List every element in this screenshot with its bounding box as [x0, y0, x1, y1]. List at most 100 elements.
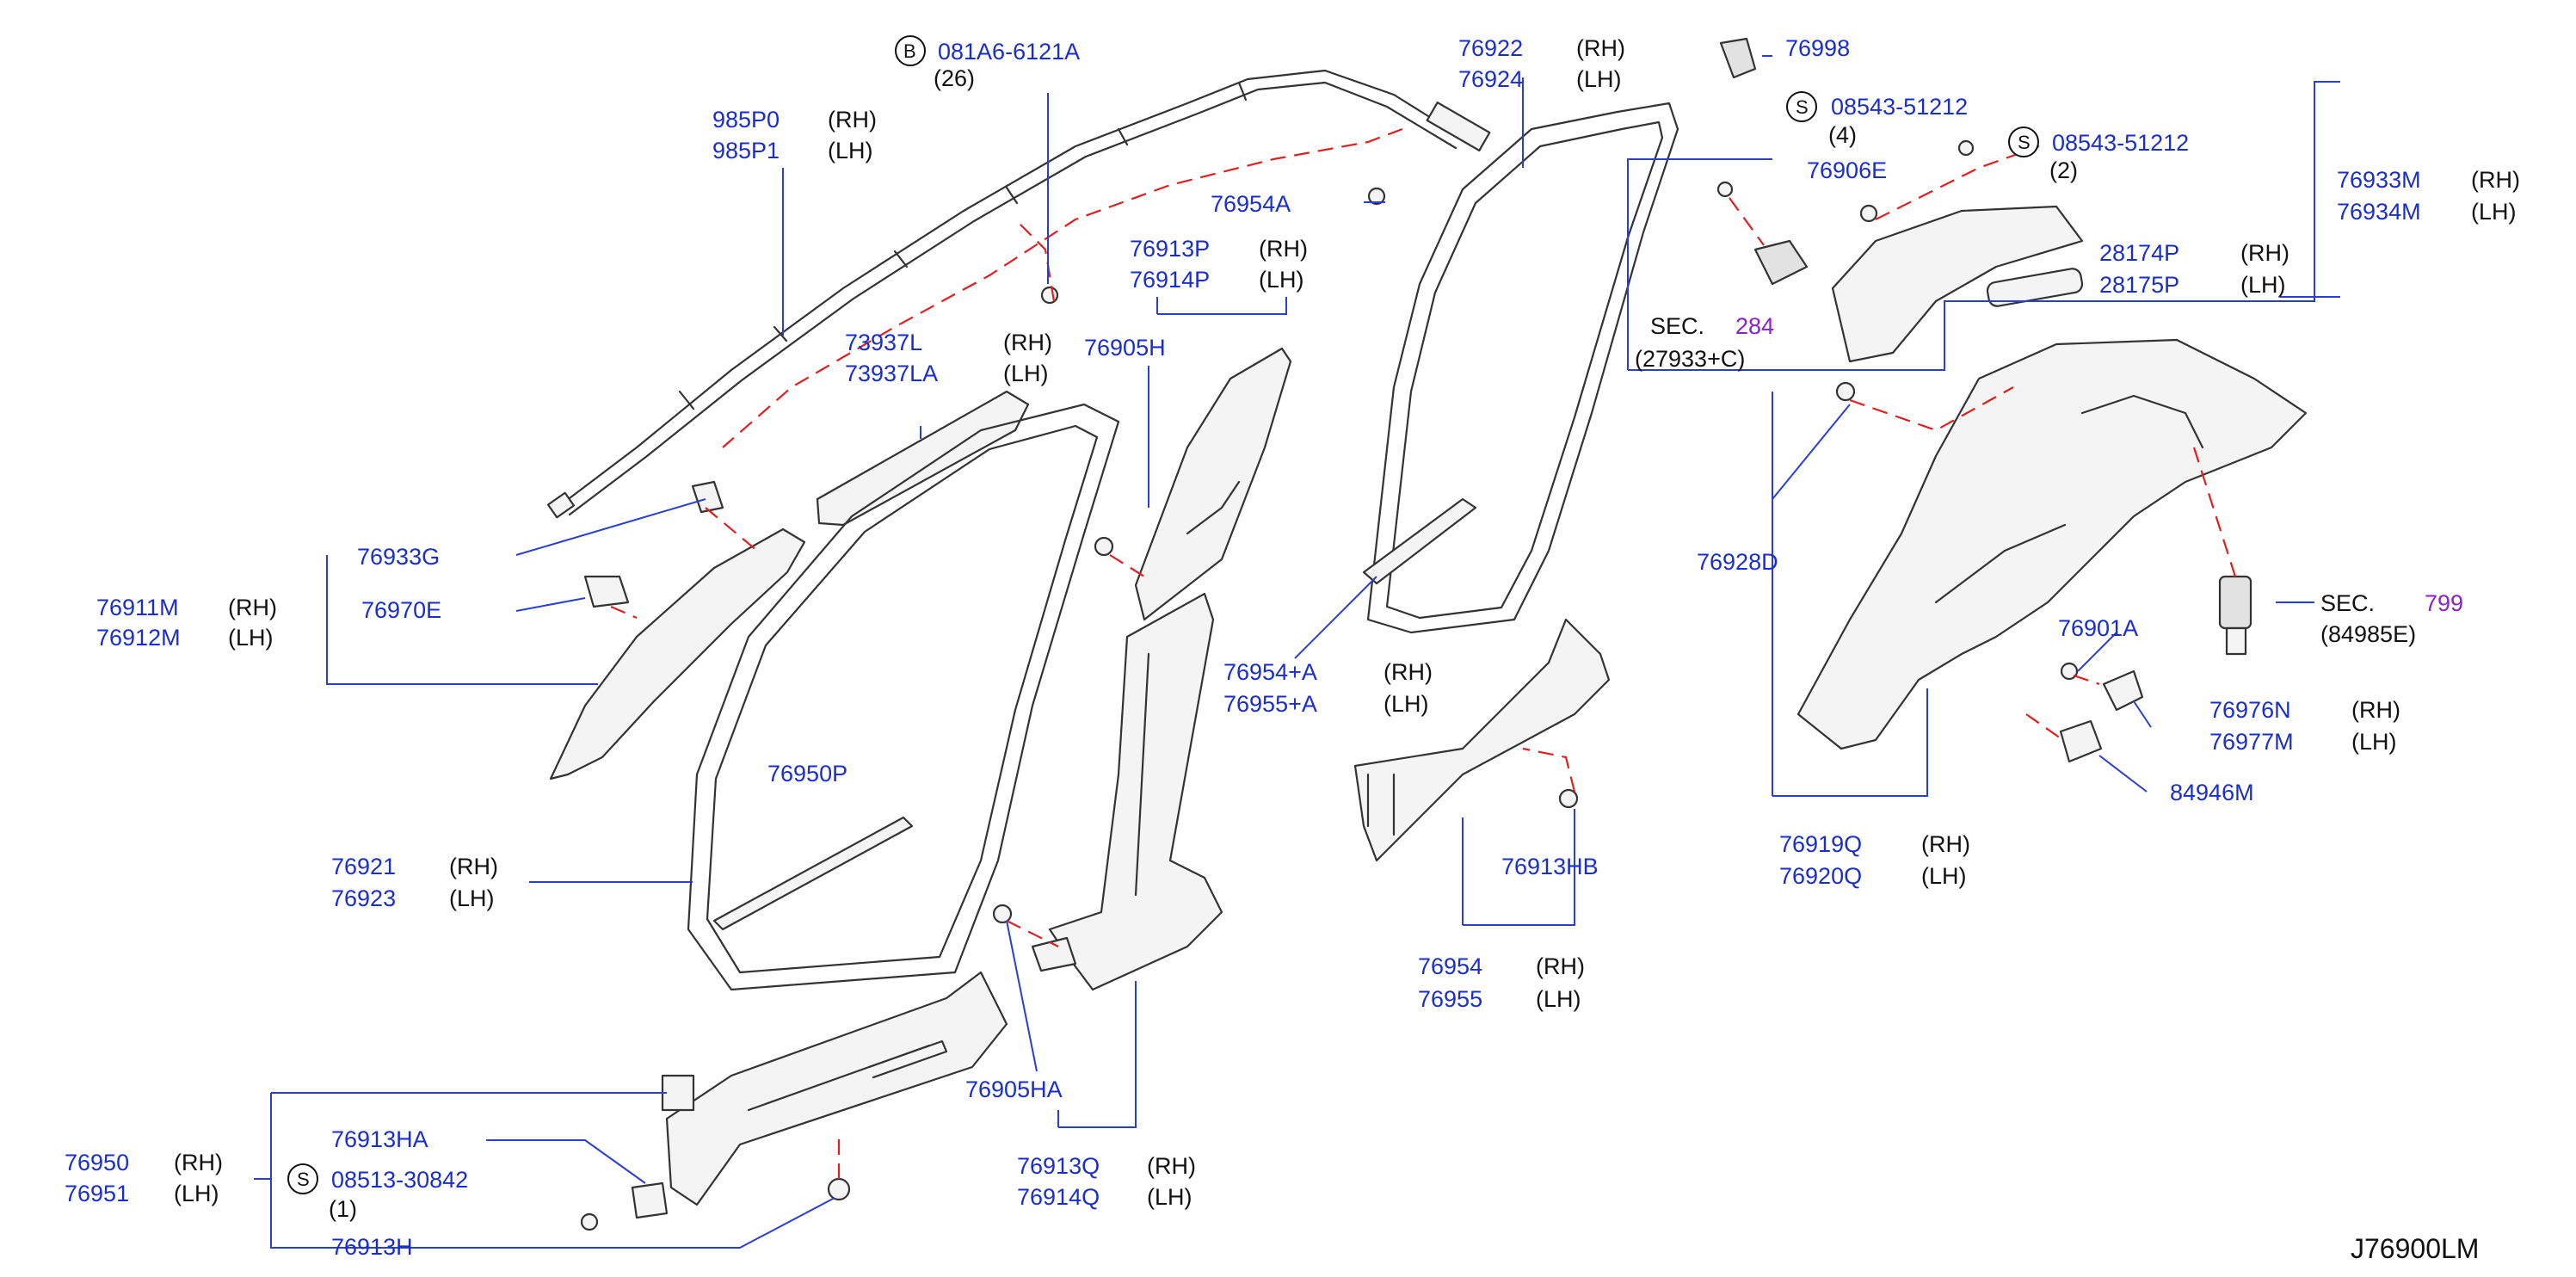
lh-73937LA: (LH) — [1003, 361, 1049, 386]
rh-73937L: (RH) — [1003, 330, 1052, 355]
rear-side-finisher-76919Q — [1796, 338, 2308, 750]
symbol-s-2: S — [2018, 132, 2031, 153]
lh-76951: (LH) — [174, 1181, 219, 1206]
lh-76914Q: (LH) — [1147, 1184, 1192, 1210]
qty-081A6: (26) — [934, 65, 975, 91]
lh-76955: (LH) — [1536, 986, 1581, 1012]
center-pillar-lower-garnish-76913Q — [1048, 592, 1223, 991]
label-76950: 76950 — [65, 1150, 129, 1175]
lh-76923: (LH) — [449, 885, 495, 911]
label-76954A: 76954A — [1211, 191, 1291, 217]
lh-76977M: (LH) — [2351, 729, 2397, 755]
qty-08513: (1) — [329, 1196, 357, 1222]
rear-door-weatherstrip-76922 — [1362, 102, 1679, 634]
leader-lines — [254, 55, 2340, 1249]
label-985P1: 985P1 — [712, 138, 780, 163]
label-73937LA: 73937LA — [845, 361, 938, 386]
front-pillar-garnish-76911M — [549, 527, 806, 780]
label-76998: 76998 — [1785, 35, 1850, 61]
label-76905HA: 76905HA — [965, 1077, 1063, 1102]
symbol-s-circle-2 — [2008, 126, 2039, 157]
rh-76950: (RH) — [174, 1150, 223, 1175]
rear-upper-finisher-76933M — [1831, 205, 2084, 363]
symbol-s-3: S — [297, 1169, 310, 1190]
lh-76924: (LH) — [1576, 66, 1622, 92]
label-76928D: 76928D — [1697, 549, 1778, 575]
label-76914Q: 76914Q — [1017, 1184, 1100, 1210]
label-081A6-6121A: 081A6-6121A — [938, 39, 1080, 65]
label-76914P: 76914P — [1130, 267, 1210, 293]
sec-799-label: SEC. — [2320, 590, 2375, 616]
rear-kicking-plate-76954 — [1353, 618, 1611, 862]
lh-985P1: (LH) — [828, 138, 873, 163]
label-76934M: 76934M — [2337, 199, 2421, 225]
label-76970E: 76970E — [361, 597, 441, 623]
label-76913P: 76913P — [1130, 236, 1210, 262]
fasteners — [580, 37, 2079, 1231]
label-76905H: 76905H — [1084, 335, 1166, 361]
rh-76933M: (RH) — [2471, 167, 2520, 193]
finisher-cap-84946M — [2059, 719, 2103, 763]
sec-799-number: 799 — [2425, 590, 2463, 616]
symbol-b: B — [903, 40, 916, 62]
label-76906E: 76906E — [1807, 157, 1887, 183]
label-73937L: 73937L — [845, 330, 922, 355]
label-76933M: 76933M — [2337, 167, 2421, 193]
rh-76911M: (RH) — [228, 595, 277, 620]
rh-76919Q: (RH) — [1921, 831, 1970, 857]
symbol-s-circle-3 — [287, 1163, 318, 1194]
label-76912M: 76912M — [96, 625, 181, 651]
label-76954pA: 76954+A — [1223, 659, 1317, 685]
label-76955pA: 76955+A — [1223, 691, 1317, 717]
label-76913H: 76913H — [331, 1234, 413, 1260]
label-76955: 76955 — [1418, 986, 1482, 1012]
label-76924: 76924 — [1458, 66, 1523, 92]
label-76950P: 76950P — [767, 761, 847, 787]
label-76920Q: 76920Q — [1779, 863, 1862, 889]
front-door-weatherstrip-76921 — [687, 403, 1120, 991]
qty-08543-b: (2) — [2049, 157, 2078, 183]
label-28175P: 28175P — [2099, 272, 2179, 298]
center-pillar-upper-garnish-76913P — [1134, 347, 1292, 621]
curtain-airbag-985P0 — [546, 69, 1491, 519]
label-76923: 76923 — [331, 885, 396, 911]
rh-76976N: (RH) — [2351, 697, 2400, 723]
rh-28174P: (RH) — [2240, 240, 2289, 266]
label-76951: 76951 — [65, 1181, 129, 1206]
label-76911M: 76911M — [96, 595, 179, 620]
sec-284-label: SEC. — [1650, 313, 1704, 339]
label-28174P: 28174P — [2099, 240, 2179, 266]
label-76977M: 76977M — [2209, 729, 2294, 755]
label-84946M: 84946M — [2170, 780, 2254, 805]
seat-belt-guide-799 — [2218, 575, 2252, 656]
label-76922: 76922 — [1458, 35, 1523, 61]
label-76913Q: 76913Q — [1017, 1153, 1100, 1179]
rh-76922: (RH) — [1576, 35, 1625, 61]
label-76976N: 76976N — [2209, 697, 2291, 723]
roof-side-garnish-73937L — [816, 390, 1030, 527]
label-76921: 76921 — [331, 854, 396, 879]
label-08543-51212-b: 08543-51212 — [2052, 130, 2189, 156]
symbol-s-circle-1 — [1786, 91, 1817, 122]
lh-76920Q: (LH) — [1921, 863, 1967, 889]
label-08513-30842: 08513-30842 — [331, 1167, 468, 1193]
rh-76954: (RH) — [1536, 953, 1585, 979]
rh-76954pA: (RH) — [1384, 659, 1433, 685]
label-76919Q: 76919Q — [1779, 831, 1862, 857]
label-76913HB: 76913HB — [1501, 854, 1599, 879]
sec-799-ref: (84985E) — [2320, 621, 2416, 647]
front-kicking-plate-76950 — [661, 971, 1008, 1206]
label-76954: 76954 — [1418, 953, 1482, 979]
rh-985P0: (RH) — [828, 107, 877, 133]
sec-284-number: 284 — [1735, 313, 1774, 339]
label-76933G: 76933G — [357, 544, 440, 570]
lh-28175P: (LH) — [2240, 272, 2286, 298]
qty-08543-a: (4) — [1828, 122, 1857, 148]
rh-76913Q: (RH) — [1147, 1153, 1196, 1179]
symbol-b-circle — [895, 35, 926, 66]
label-08543-51212-a: 08543-51212 — [1831, 94, 1968, 120]
diagram-code: J76900LM — [2351, 1233, 2479, 1264]
lh-76955pA: (LH) — [1384, 691, 1429, 717]
lh-76912M: (LH) — [228, 625, 274, 651]
